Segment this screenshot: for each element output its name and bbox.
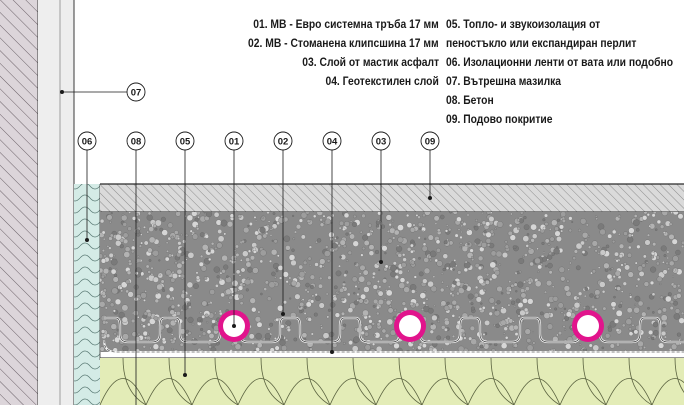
legend-item-06: 06. Изолационни ленти от вата или подобн… [446, 55, 674, 69]
legend-item-08: 08. Бетон [446, 93, 494, 107]
callout-01: 01 [224, 131, 244, 328]
callout-02: 02 [273, 131, 293, 316]
legend-item-02: 02. MB - Стоманена клипсшина 17 мм [248, 36, 439, 50]
callout-07: 07 [60, 82, 146, 102]
legend-item-09: 09. Подово покритие [446, 112, 553, 126]
callout-03: 03 [371, 131, 391, 264]
svg-text:06: 06 [82, 137, 93, 148]
legend-item-03: 03. Слой от мастик асфалт [302, 55, 439, 69]
heating-pipe [572, 310, 604, 342]
svg-text:08: 08 [131, 137, 142, 148]
svg-text:09: 09 [425, 137, 436, 148]
legend: 01. MB - Евро системна тръба 17 мм 02. M… [0, 0, 684, 130]
legend-item-05: 05. Топло- и звукоизолация от [446, 17, 601, 31]
svg-text:02: 02 [278, 137, 289, 148]
interior-plaster [38, 0, 74, 405]
svg-text:03: 03 [376, 137, 387, 148]
callout-09: 09 [420, 131, 440, 200]
legend-item-07: 07. Вътрешна мазилка [446, 74, 562, 88]
callout-04: 04 [322, 131, 342, 354]
svg-text:04: 04 [327, 137, 338, 148]
callout-06: 06 [77, 131, 97, 242]
svg-text:01: 01 [229, 137, 240, 148]
callout-08: 08 [126, 131, 146, 405]
svg-text:05: 05 [180, 137, 191, 148]
heating-pipe [394, 310, 426, 342]
legend-item-05-cont: пеностъкло или експандиран перлит [446, 36, 637, 50]
wall [0, 0, 38, 405]
legend-item-04: 04. Геотекстилен слой [325, 74, 439, 88]
callout-05: 05 [175, 131, 195, 377]
svg-text:07: 07 [131, 88, 142, 99]
floor-covering [100, 184, 684, 212]
legend-item-01: 01. MB - Евро системна тръба 17 мм [253, 17, 439, 31]
